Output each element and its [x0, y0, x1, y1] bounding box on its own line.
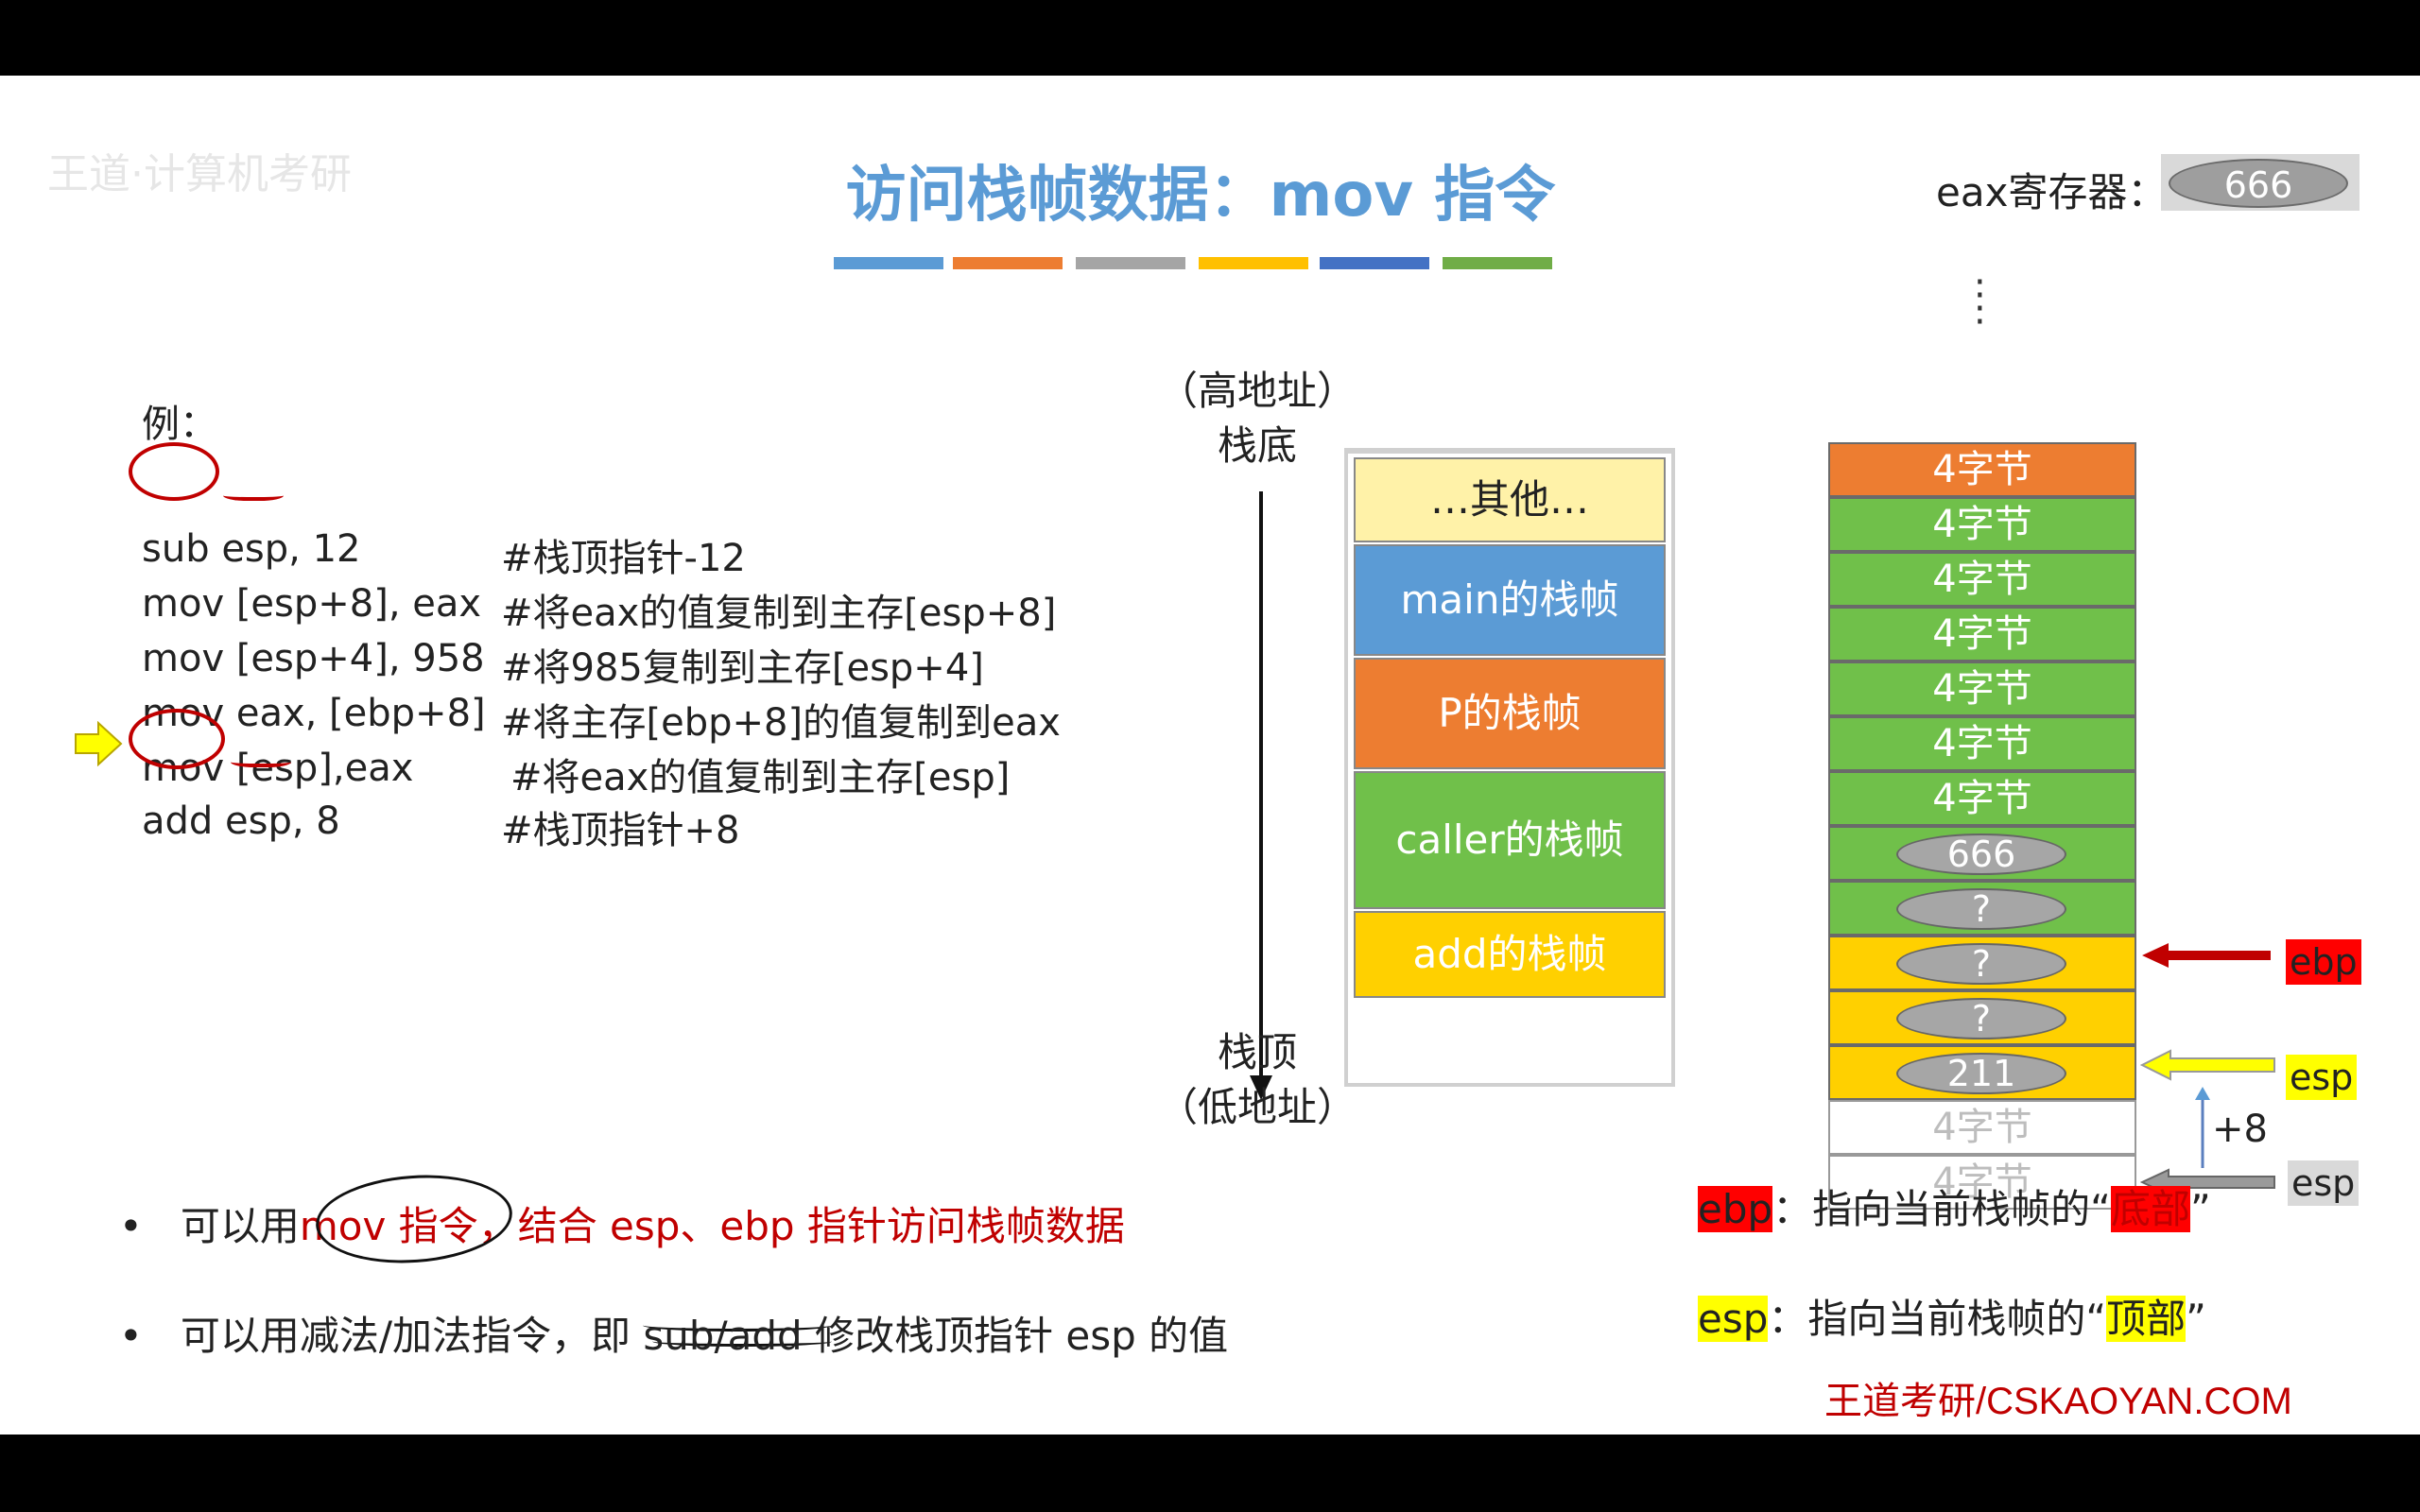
legend-ebp: ebp：指向当前栈帧的“底部”	[1698, 1177, 2211, 1235]
code-operands: [esp],eax	[235, 747, 414, 790]
code-instruction: sub esp, 12	[142, 527, 360, 571]
ebp-pointer-label: ebp	[2286, 939, 2361, 985]
stack-frame: …其他…	[1354, 457, 1666, 542]
page-title: 访问栈帧数据：mov 指令	[845, 161, 1556, 231]
code-instruction: mov [esp+8], eax	[142, 582, 481, 626]
code-comment: #将主存[ebp+8]的值复制到eax	[501, 701, 1061, 745]
title-color-bar	[1443, 257, 1552, 269]
memory-cell: 211	[1828, 1045, 2136, 1100]
code-comment: #栈顶指针+8	[501, 809, 740, 852]
eax-register-value: 666	[2169, 159, 2348, 208]
code-opcode: sub	[142, 527, 210, 571]
esp-new-arrow-icon	[2140, 1049, 2275, 1081]
legend-esp: esp：指向当前栈帧的“顶部”	[1698, 1287, 2206, 1345]
bullet-dot: •	[119, 1313, 143, 1359]
stack-bottom-label: 栈底	[1217, 422, 1297, 469]
title-color-bar	[953, 257, 1063, 269]
pointers-underline-annotation	[643, 1319, 832, 1332]
stack-top-label: 栈顶	[1217, 1029, 1297, 1075]
memory-cell-value: ?	[1896, 888, 2066, 930]
esp-new-pointer-label: esp	[2286, 1055, 2358, 1100]
brand-footer: 王道考研/CSKAOYAN.COM	[1824, 1381, 2292, 1422]
add-circle-annotation	[129, 709, 225, 769]
code-comment: #将985复制到主存[esp+4]	[501, 646, 984, 690]
legend-esp-text: ：指向当前栈帧的“	[1768, 1296, 2107, 1342]
memory-cell: 4字节	[1828, 607, 2136, 662]
legend-ebp-highlight: 底部	[2110, 1186, 2190, 1232]
stack-frame: caller的栈帧	[1354, 771, 1666, 909]
stack-growth-arrow-icon	[1250, 1075, 1272, 1100]
code-operands: esp, 12	[221, 527, 361, 571]
mov-circle-annotation	[313, 1168, 515, 1270]
legend-ebp-tag: ebp	[1698, 1186, 1773, 1232]
memory-cell: 4字节	[1828, 1100, 2136, 1155]
memory-cell: 4字节	[1828, 662, 2136, 716]
esp-underline-annotation	[223, 488, 284, 501]
pointers-underline-annotation-2	[652, 1336, 832, 1347]
eax-register-label: eax寄存器：	[1936, 169, 2168, 215]
bullet-1-highlight-pointers: ，结合 esp、ebp 指针访问栈帧数据	[477, 1203, 1125, 1249]
esp-delta-label: +8	[2212, 1108, 2268, 1151]
memory-cell: ?	[1828, 881, 2136, 936]
title-color-bar	[1076, 257, 1185, 269]
up-arrow-icon	[2195, 1087, 2210, 1168]
legend-ebp-close: ”	[2189, 1186, 2211, 1232]
sub-circle-annotation	[129, 442, 219, 501]
memory-cell: 4字节	[1828, 716, 2136, 771]
memory-cell-value: ?	[1896, 998, 2066, 1040]
legend-esp-tag: esp	[1698, 1296, 1769, 1342]
esp-underline-annotation-2	[231, 754, 291, 767]
code-instruction: add esp, 8	[142, 799, 340, 843]
legend-ebp-text: ：指向当前栈帧的“	[1772, 1186, 2111, 1232]
bullet-dot: •	[119, 1203, 143, 1249]
memory-cell-value: 666	[1896, 833, 2066, 875]
esp-old-pointer-label: esp	[2288, 1160, 2360, 1206]
legend-esp-close: ”	[2186, 1296, 2206, 1342]
memory-cell: 4字节	[1828, 771, 2136, 826]
bullet-1: • 可以用mov 指令，结合 esp、ebp 指针访问栈帧数据	[119, 1194, 1125, 1252]
current-instruction-arrow-icon	[75, 721, 123, 766]
low-address-label: （低地址）	[1157, 1084, 1357, 1130]
memory-cell-value: 211	[1896, 1053, 2066, 1094]
code-comment: #栈顶指针-12	[501, 537, 746, 580]
bullet-1-text: 可以用	[180, 1203, 300, 1249]
memory-cell-value: ?	[1896, 943, 2066, 985]
code-operands: eax, [ebp+8]	[235, 692, 486, 735]
ebp-arrow-icon	[2142, 943, 2271, 968]
code-instruction: mov [esp+4], 958	[142, 637, 485, 680]
memory-cell: 4字节	[1828, 1155, 2136, 1210]
bullet-2: • 可以用减法/加法指令，即 sub/add 修改栈顶指针 esp 的值	[119, 1304, 1228, 1362]
bullet-1-highlight-mov: mov 指令	[299, 1203, 478, 1249]
code-opcode: mov	[142, 637, 225, 680]
watermark: 王道·计算机考研	[47, 150, 352, 198]
stack-frame: main的栈帧	[1354, 544, 1666, 656]
code-instruction: mov eax, [ebp+8]	[142, 692, 486, 735]
code-opcode: mov	[142, 582, 225, 626]
example-label: 例：	[142, 403, 217, 446]
code-opcode: add	[142, 799, 214, 843]
stack-frame: P的栈帧	[1354, 658, 1666, 769]
stack-frame: add的栈帧	[1354, 911, 1666, 998]
memory-cell: 666	[1828, 826, 2136, 881]
memory-cell: ?	[1828, 936, 2136, 990]
memory-cell: 4字节	[1828, 552, 2136, 607]
memory-cell: 4字节	[1828, 497, 2136, 552]
code-operands: [esp+8], eax	[235, 582, 482, 626]
bullet-2-text: 可以用减法/加法指令，即 sub/add 修改栈顶指针 esp 的值	[180, 1313, 1229, 1359]
code-comment: #将eax的值复制到主存[esp]	[510, 756, 1011, 799]
memory-cell: ?	[1828, 990, 2136, 1045]
code-operands: [esp+4], 958	[235, 637, 485, 680]
legend-esp-highlight: 顶部	[2106, 1296, 2187, 1342]
code-comment: #将eax的值复制到主存[esp+8]	[501, 592, 1057, 635]
slide: 王道·计算机考研 访问栈帧数据：mov 指令 eax寄存器： 666 ···· …	[0, 76, 2420, 1435]
stack-growth-line	[1259, 491, 1263, 1087]
high-address-label: （高地址）	[1157, 368, 1357, 414]
title-color-bar	[834, 257, 943, 269]
title-color-bar	[1320, 257, 1429, 269]
title-color-bar	[1199, 257, 1308, 269]
memory-cell: 4字节	[1828, 442, 2136, 497]
ellipsis-vertical-icon: ····	[1974, 261, 1986, 344]
code-operands: esp, 8	[225, 799, 340, 843]
